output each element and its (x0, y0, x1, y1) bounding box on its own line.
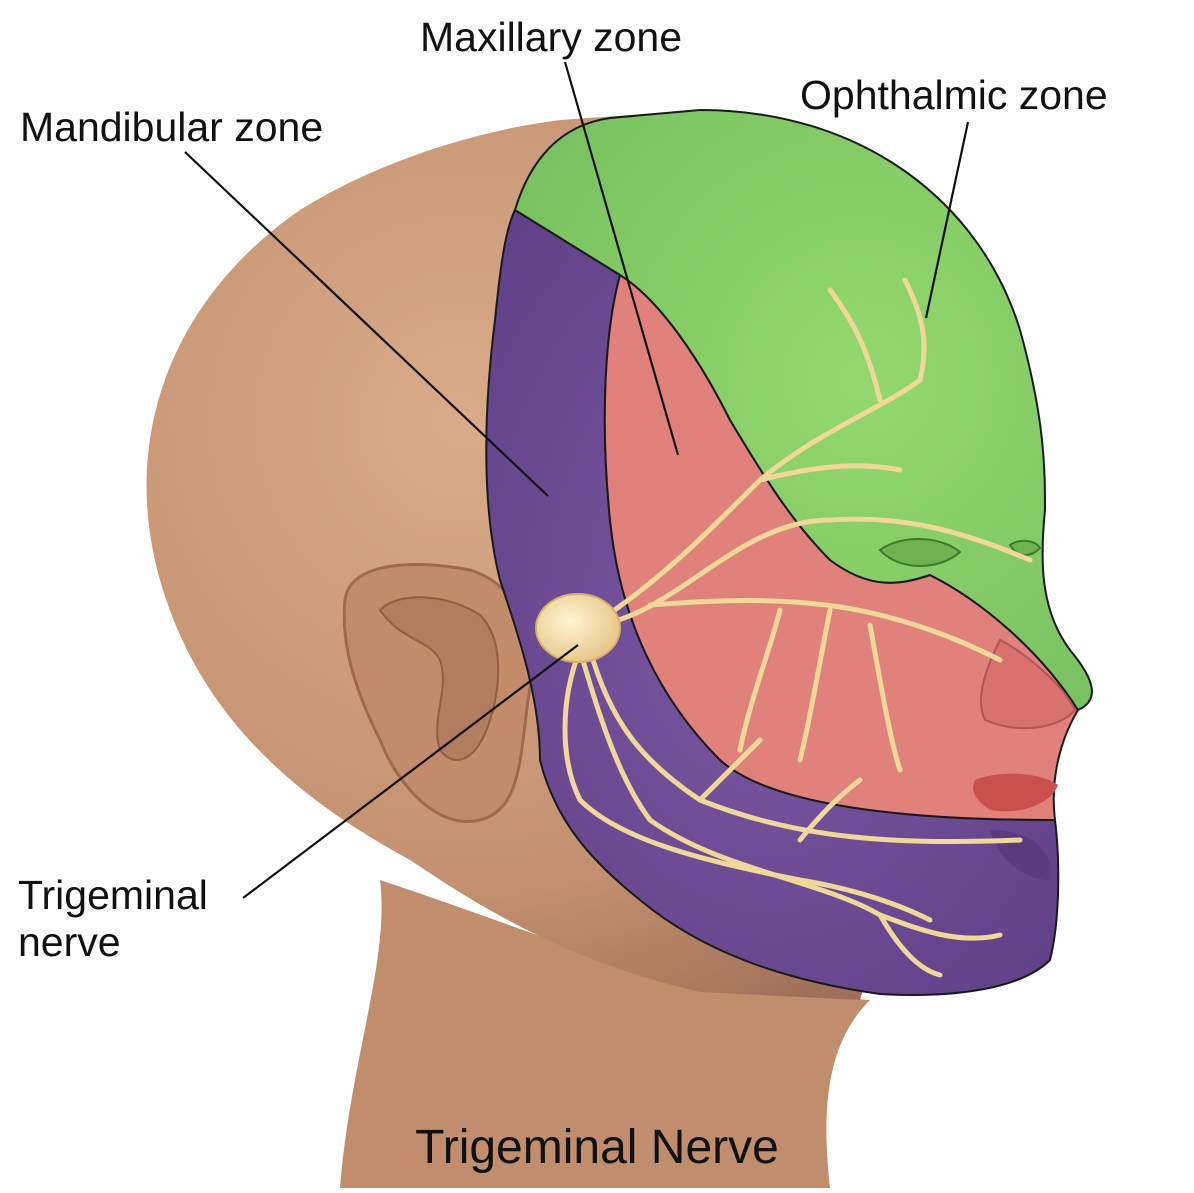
label-trigeminal-line2: nerve (18, 919, 121, 966)
nose (979, 638, 1077, 730)
leader-lines (184, 61, 970, 899)
lips (973, 773, 1058, 812)
ear-inner (378, 596, 500, 761)
label-trigeminal-line1: Trigeminal (18, 872, 208, 918)
leader-mandibular (184, 151, 549, 497)
trigeminal-ganglion (535, 593, 621, 663)
label-maxillary-zone: Maxillary zone (420, 14, 683, 60)
nerve-branches (562, 277, 1033, 978)
leader-ophthalmic (924, 121, 970, 319)
diagram-title: Trigeminal Nerve (415, 1121, 779, 1174)
label-mandibular-zone: Mandibular zone (20, 104, 324, 150)
leader-trigeminal (242, 644, 579, 899)
eye (878, 538, 962, 567)
neck (340, 880, 870, 1188)
label-ophthalmic-zone: Ophthalmic zone (800, 72, 1108, 118)
label-trigeminal-nerve: Trigeminal nerve (18, 872, 258, 966)
leader-maxillary (563, 61, 680, 456)
